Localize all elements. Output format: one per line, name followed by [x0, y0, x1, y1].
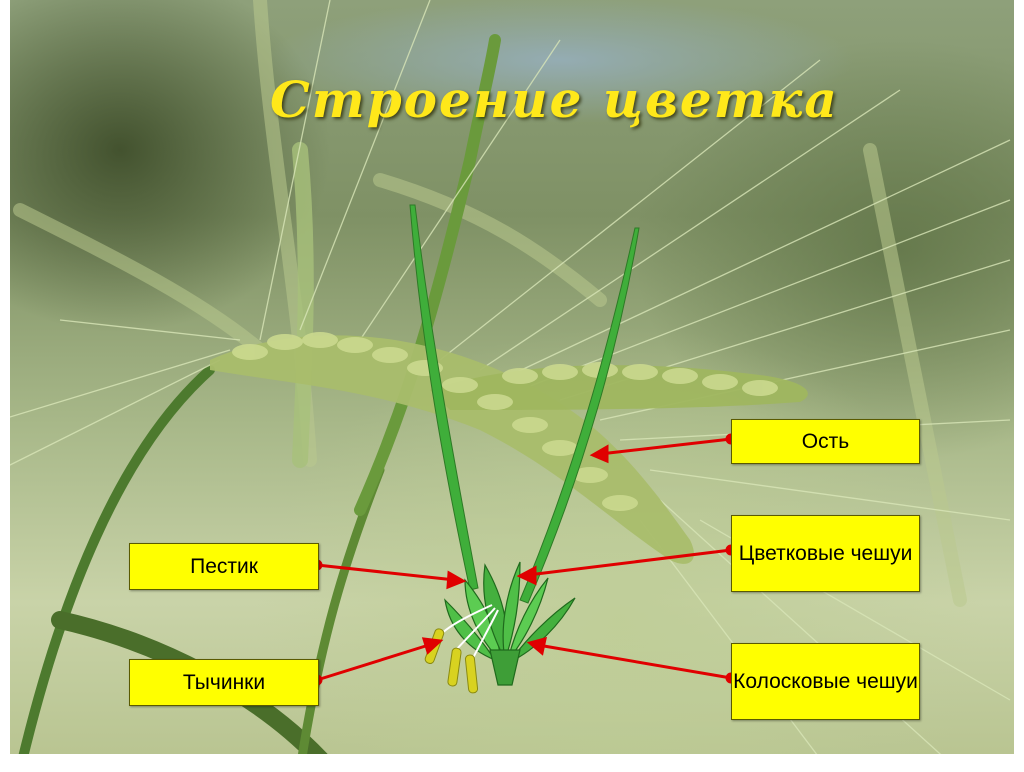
label-stamens: Тычинки	[129, 659, 319, 706]
label-pistil: Пестик	[129, 543, 319, 590]
flower-awns	[410, 205, 639, 603]
label-awn: Ость	[731, 419, 920, 464]
label-floral-scales: Цветковые чешуи	[731, 515, 920, 592]
label-glumes: Колосковые чешуи	[731, 643, 920, 720]
